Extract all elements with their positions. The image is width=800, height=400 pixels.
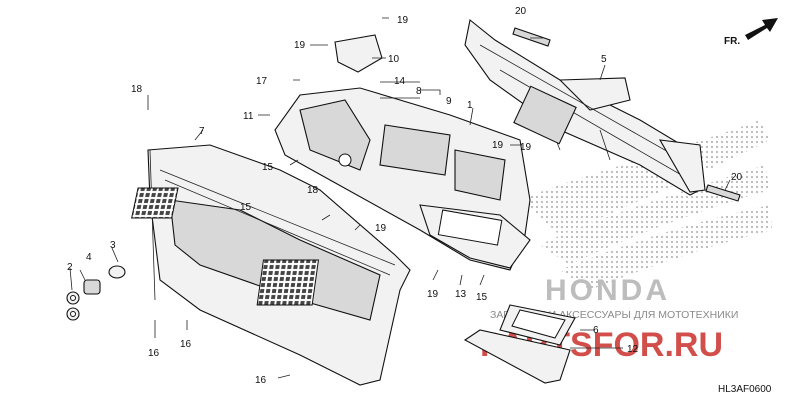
diagram-code: HL3AF0600 <box>718 384 772 395</box>
callout-7: 7 <box>199 126 205 137</box>
callout-17: 17 <box>256 76 268 87</box>
callout-3: 3 <box>110 240 116 251</box>
callout-18-b: 18 <box>307 185 319 196</box>
callout-1: 1 <box>467 100 473 111</box>
callout-13: 13 <box>455 289 467 300</box>
part-5-frame <box>464 19 706 196</box>
honda-watermark-text: HONDA <box>545 274 670 307</box>
callout-15-a: 15 <box>262 162 274 173</box>
callout-5: 5 <box>601 54 607 65</box>
callout-8: 8 <box>416 86 422 97</box>
callout-19-a: 19 <box>397 15 409 26</box>
part-6-12-lid <box>463 304 576 384</box>
front-direction-indicator: FR. <box>724 18 778 47</box>
callout-18-a: 18 <box>131 84 143 95</box>
callout-labels: 19 19 10 17 14 8 9 18 11 1 7 19 15 20 5 … <box>67 6 743 386</box>
callout-12: 12 <box>627 344 639 355</box>
parts-2-3-4-fasteners <box>66 265 126 321</box>
callout-9: 9 <box>446 96 452 107</box>
callout-19-b: 19 <box>294 40 306 51</box>
callout-15-b: 15 <box>476 292 488 303</box>
leader-lines <box>69 17 731 379</box>
bolt-parts <box>512 27 741 202</box>
callout-16-b: 16 <box>180 339 192 350</box>
callout-14: 14 <box>394 76 406 87</box>
callout-19-f: 19 <box>520 142 532 153</box>
callout-6: 6 <box>593 325 599 336</box>
callout-11: 11 <box>243 111 254 122</box>
callout-19-c: 19 <box>492 140 504 151</box>
callout-19-e: 19 <box>427 289 439 300</box>
callout-2: 2 <box>67 262 73 273</box>
front-label: FR. <box>724 36 740 47</box>
callout-10: 10 <box>388 54 400 65</box>
callout-4: 4 <box>86 252 92 263</box>
callout-20-a: 20 <box>515 6 527 17</box>
callout-16-a: 16 <box>148 348 160 359</box>
callout-15-c: 15 <box>240 202 252 213</box>
callout-20-b: 20 <box>731 172 743 183</box>
part-10-bracket <box>334 34 383 73</box>
callout-19-d: 19 <box>375 223 387 234</box>
part-9-dash-panel <box>274 87 531 271</box>
part-7-glove-box <box>131 144 411 386</box>
callout-16-c: 16 <box>255 375 267 386</box>
front-arrow-icon <box>745 18 778 40</box>
